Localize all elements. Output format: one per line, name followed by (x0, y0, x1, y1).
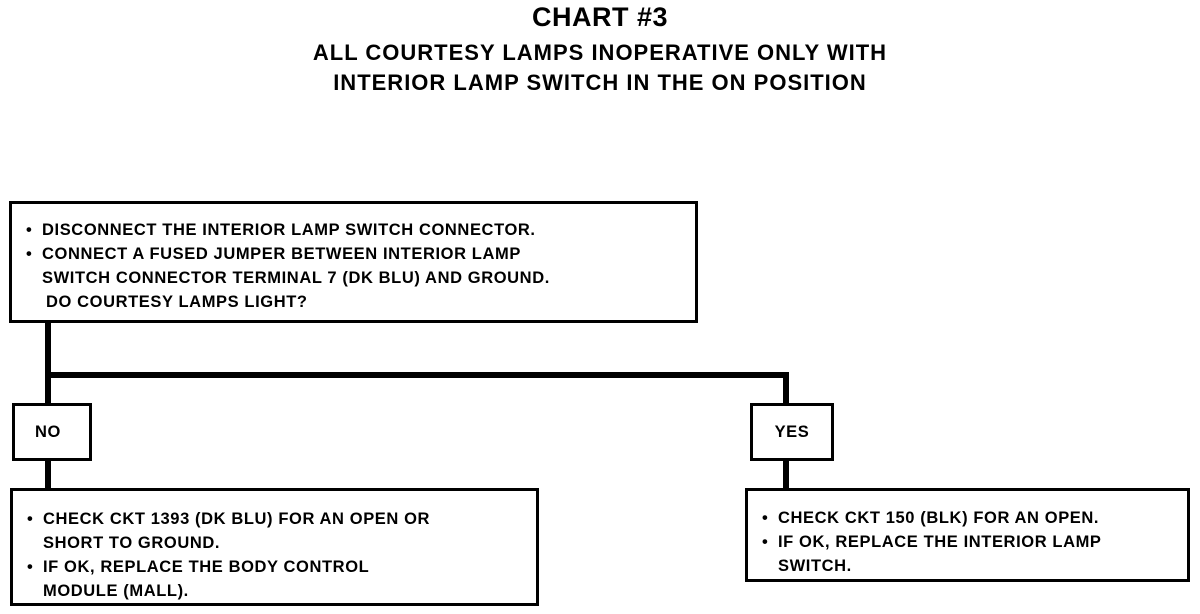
yes-branch-label: YES (750, 403, 834, 461)
connector-no-to-action (45, 461, 51, 488)
connector-yes-to-action (783, 461, 789, 488)
chart-subtitle-line-2: INTERIOR LAMP SWITCH IN THE ON POSITION (333, 70, 867, 95)
yes-action-box: CHECK CKT 150 (BLK) FOR AN OPEN. IF OK, … (745, 488, 1190, 582)
start-step-box: DISCONNECT THE INTERIOR LAMP SWITCH CONN… (9, 201, 698, 323)
no-action-box: CHECK CKT 1393 (DK BLU) FOR AN OPEN OR S… (10, 488, 539, 606)
no-label-text: NO (35, 423, 61, 441)
no-action-step-2-line-2: MODULE (MALL). (43, 582, 189, 600)
no-action-step-1-line-1: CHECK CKT 1393 (DK BLU) FOR AN OPEN OR (43, 510, 431, 528)
start-question: DO COURTESY LAMPS LIGHT? (46, 293, 308, 311)
yes-label-text: YES (774, 423, 810, 441)
connector-branch-to-yes (783, 372, 789, 403)
start-step-2-line-2: SWITCH CONNECTOR TERMINAL 7 (DK BLU) AND… (42, 269, 550, 287)
no-action-step-2-line-1: IF OK, REPLACE THE BODY CONTROL (43, 558, 370, 576)
start-step-1-text: DISCONNECT THE INTERIOR LAMP SWITCH CONN… (42, 221, 536, 239)
no-action-step-1-line-2: SHORT TO GROUND. (43, 534, 221, 552)
connector-start-to-no (45, 323, 51, 403)
yes-action-step-2: IF OK, REPLACE THE INTERIOR LAMP SWITCH. (760, 530, 1179, 578)
start-step-1: DISCONNECT THE INTERIOR LAMP SWITCH CONN… (24, 218, 685, 242)
no-branch-label: NO (12, 403, 92, 461)
chart-title: CHART #3 (531, 2, 669, 32)
connector-branch-horizontal (45, 372, 789, 378)
yes-action-step-1-text: CHECK CKT 150 (BLK) FOR AN OPEN. (778, 509, 1100, 527)
yes-action-step-1: CHECK CKT 150 (BLK) FOR AN OPEN. (760, 506, 1179, 530)
no-action-step-2: IF OK, REPLACE THE BODY CONTROL MODULE (… (25, 555, 528, 603)
start-step-2: CONNECT A FUSED JUMPER BETWEEN INTERIOR … (24, 242, 685, 290)
yes-action-step-2-line-2: SWITCH. (778, 557, 852, 575)
yes-action-step-2-line-1: IF OK, REPLACE THE INTERIOR LAMP (778, 533, 1102, 551)
start-step-2-line-1: CONNECT A FUSED JUMPER BETWEEN INTERIOR … (42, 245, 521, 263)
chart-subtitle-line-1: ALL COURTESY LAMPS INOPERATIVE ONLY WITH (312, 40, 888, 65)
no-action-step-1: CHECK CKT 1393 (DK BLU) FOR AN OPEN OR S… (25, 507, 528, 555)
